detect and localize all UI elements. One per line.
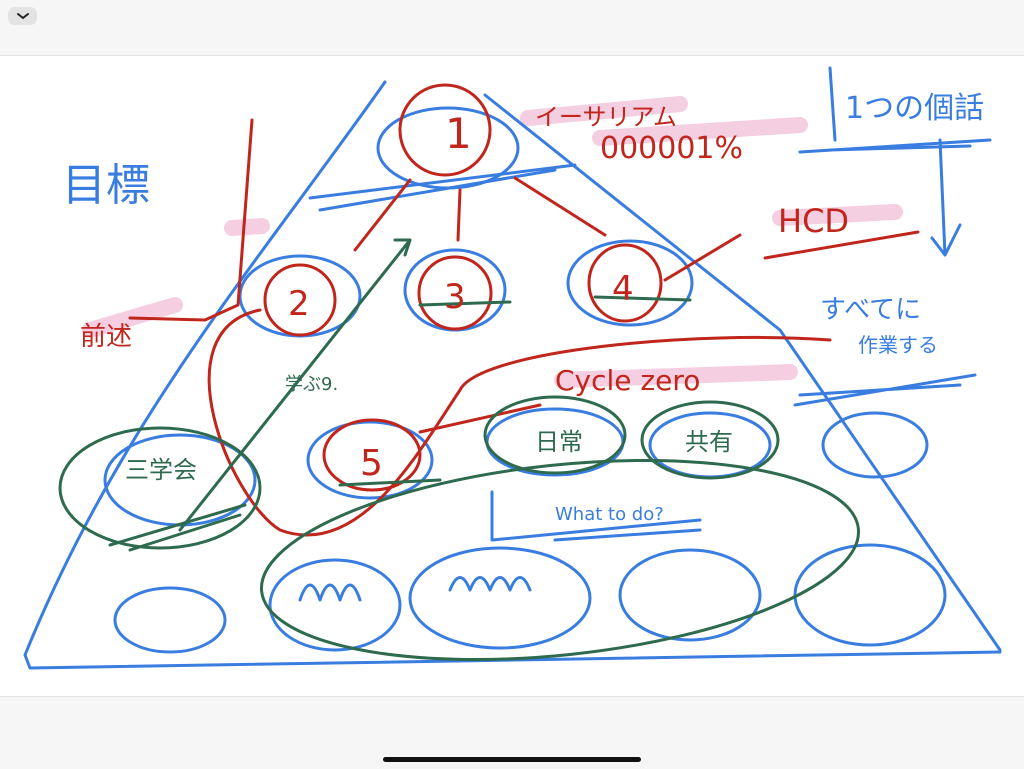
drawing-canvas[interactable]: 1 2 3 4 5 目標 イーサリアム 000001% 1つの個話 HCD すべ… [0, 56, 1024, 696]
number-2: 2 [288, 284, 310, 324]
hcd-label: HCD [778, 202, 849, 240]
everything-label: すべてに [820, 295, 921, 325]
cycle-zero-label: Cycle zero [555, 364, 700, 397]
collapse-toolbar-button[interactable] [8, 7, 37, 25]
green-strokes [58, 238, 861, 662]
top-percent: 000001% [600, 131, 743, 166]
number-4: 4 [612, 269, 634, 309]
number-5: 5 [360, 443, 383, 484]
red-strokes [128, 83, 920, 537]
what-to-do-label: What to do? [555, 504, 664, 525]
goal-label: 目標 [62, 160, 150, 211]
pyramid-outline [23, 80, 1002, 670]
study-label: 三学会 [125, 456, 197, 484]
work-label: 作業する [858, 333, 938, 357]
bottom-bar [0, 696, 1024, 769]
number-3: 3 [444, 277, 466, 317]
daily-label: 日常 [535, 428, 583, 456]
previous-label: 前述 [80, 322, 132, 352]
blue-circles [103, 66, 992, 654]
one-topic-label: 1つの個話 [845, 91, 984, 126]
home-indicator[interactable] [383, 757, 641, 762]
sketch-drawing: 1 2 3 4 5 目標 イーサリアム 000001% 1つの個話 HCD すべ… [23, 66, 1002, 670]
step-note: 学ぶ9. [285, 374, 338, 395]
circle-1 [398, 83, 492, 177]
share-label: 共有 [685, 428, 733, 456]
top-bar [0, 0, 1024, 56]
chevron-down-icon [16, 13, 29, 20]
number-1: 1 [445, 109, 472, 158]
top-note: イーサリアム [535, 103, 677, 131]
